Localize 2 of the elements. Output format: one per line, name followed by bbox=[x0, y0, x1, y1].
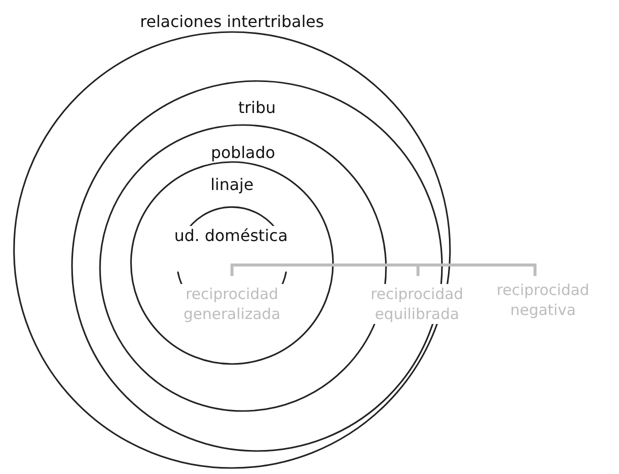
circle-label: poblado bbox=[210, 143, 276, 162]
circle-label: linaje bbox=[210, 175, 254, 194]
